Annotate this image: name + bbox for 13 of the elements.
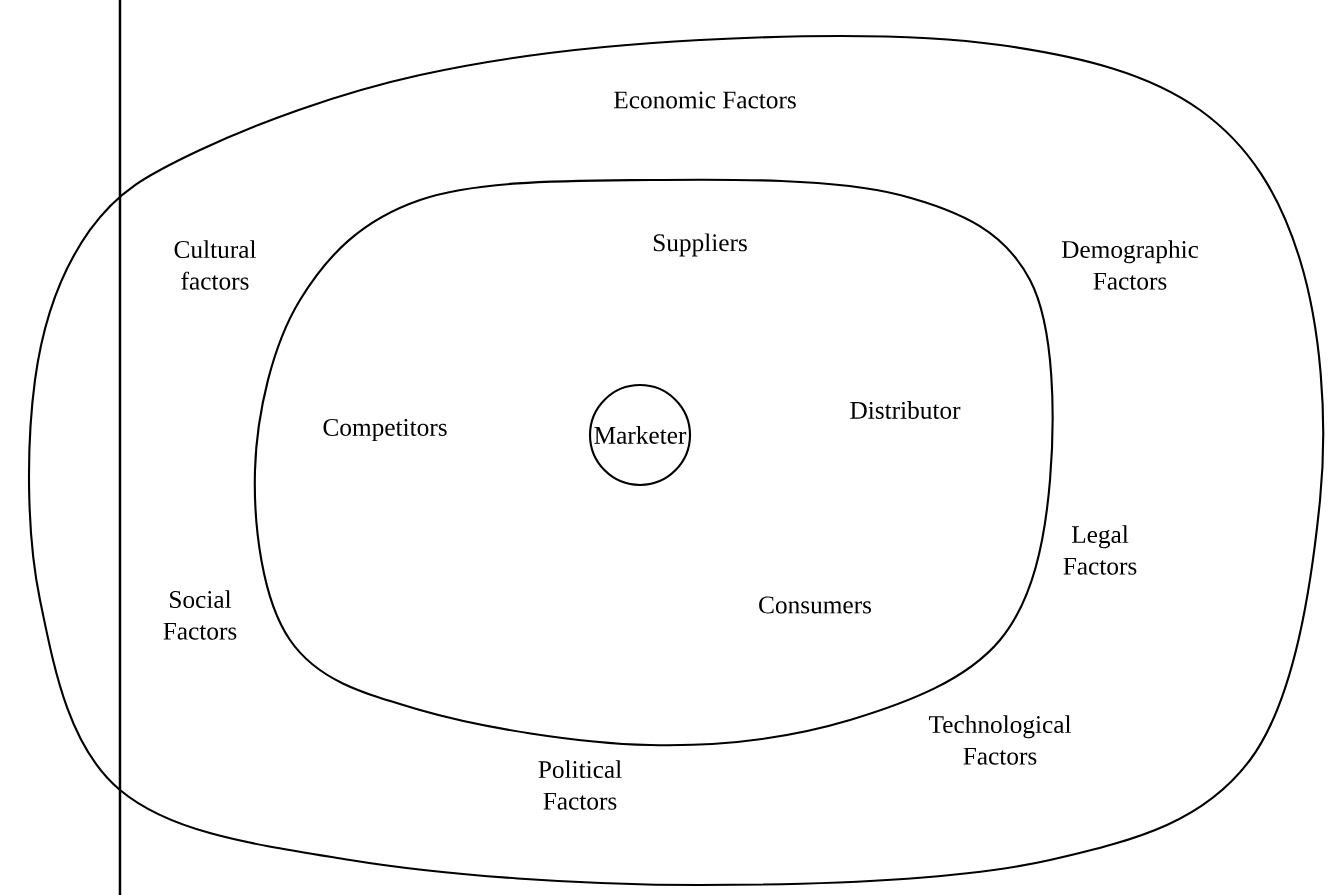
factor-label: Demographic Factors (1061, 240, 1199, 290)
factor-label: Legal Factors (1063, 525, 1137, 575)
marketer-label: Marketer (594, 426, 687, 444)
stakeholder-label: Consumers (759, 596, 872, 614)
factor-label: Social Factors (163, 590, 237, 640)
stakeholder-label: Distributor (850, 401, 961, 419)
marketer-circle (588, 383, 692, 487)
stakeholder-label: Suppliers (653, 233, 747, 257)
factor-label: Cultural factors (174, 240, 256, 290)
factor-label: Technological Factors (929, 715, 1072, 765)
factor-label: Political Factors (538, 760, 622, 810)
factor-label: Economic Factors (614, 91, 796, 109)
stakeholder-label: Competitors (323, 418, 447, 442)
